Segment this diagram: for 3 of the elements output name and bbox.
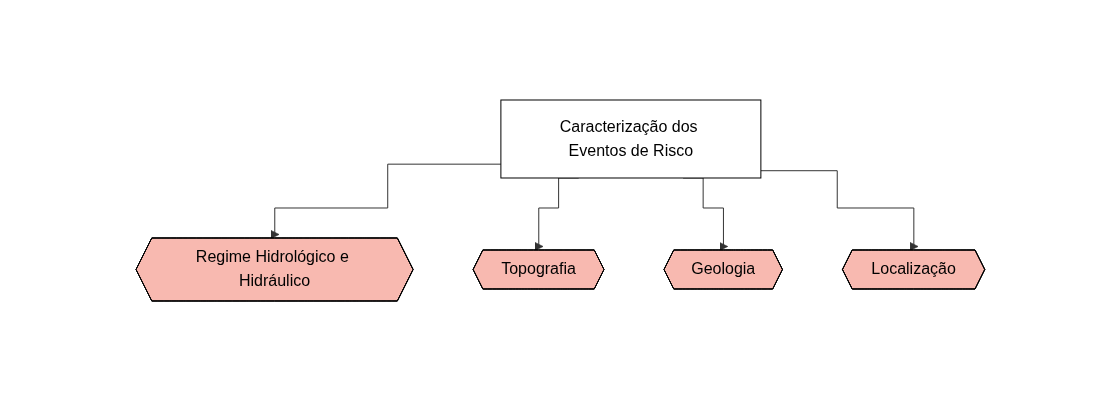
arrow [270,163,501,239]
node-box: Caracterização dos Eventos de Risco [500,99,761,179]
arrow [759,170,919,251]
